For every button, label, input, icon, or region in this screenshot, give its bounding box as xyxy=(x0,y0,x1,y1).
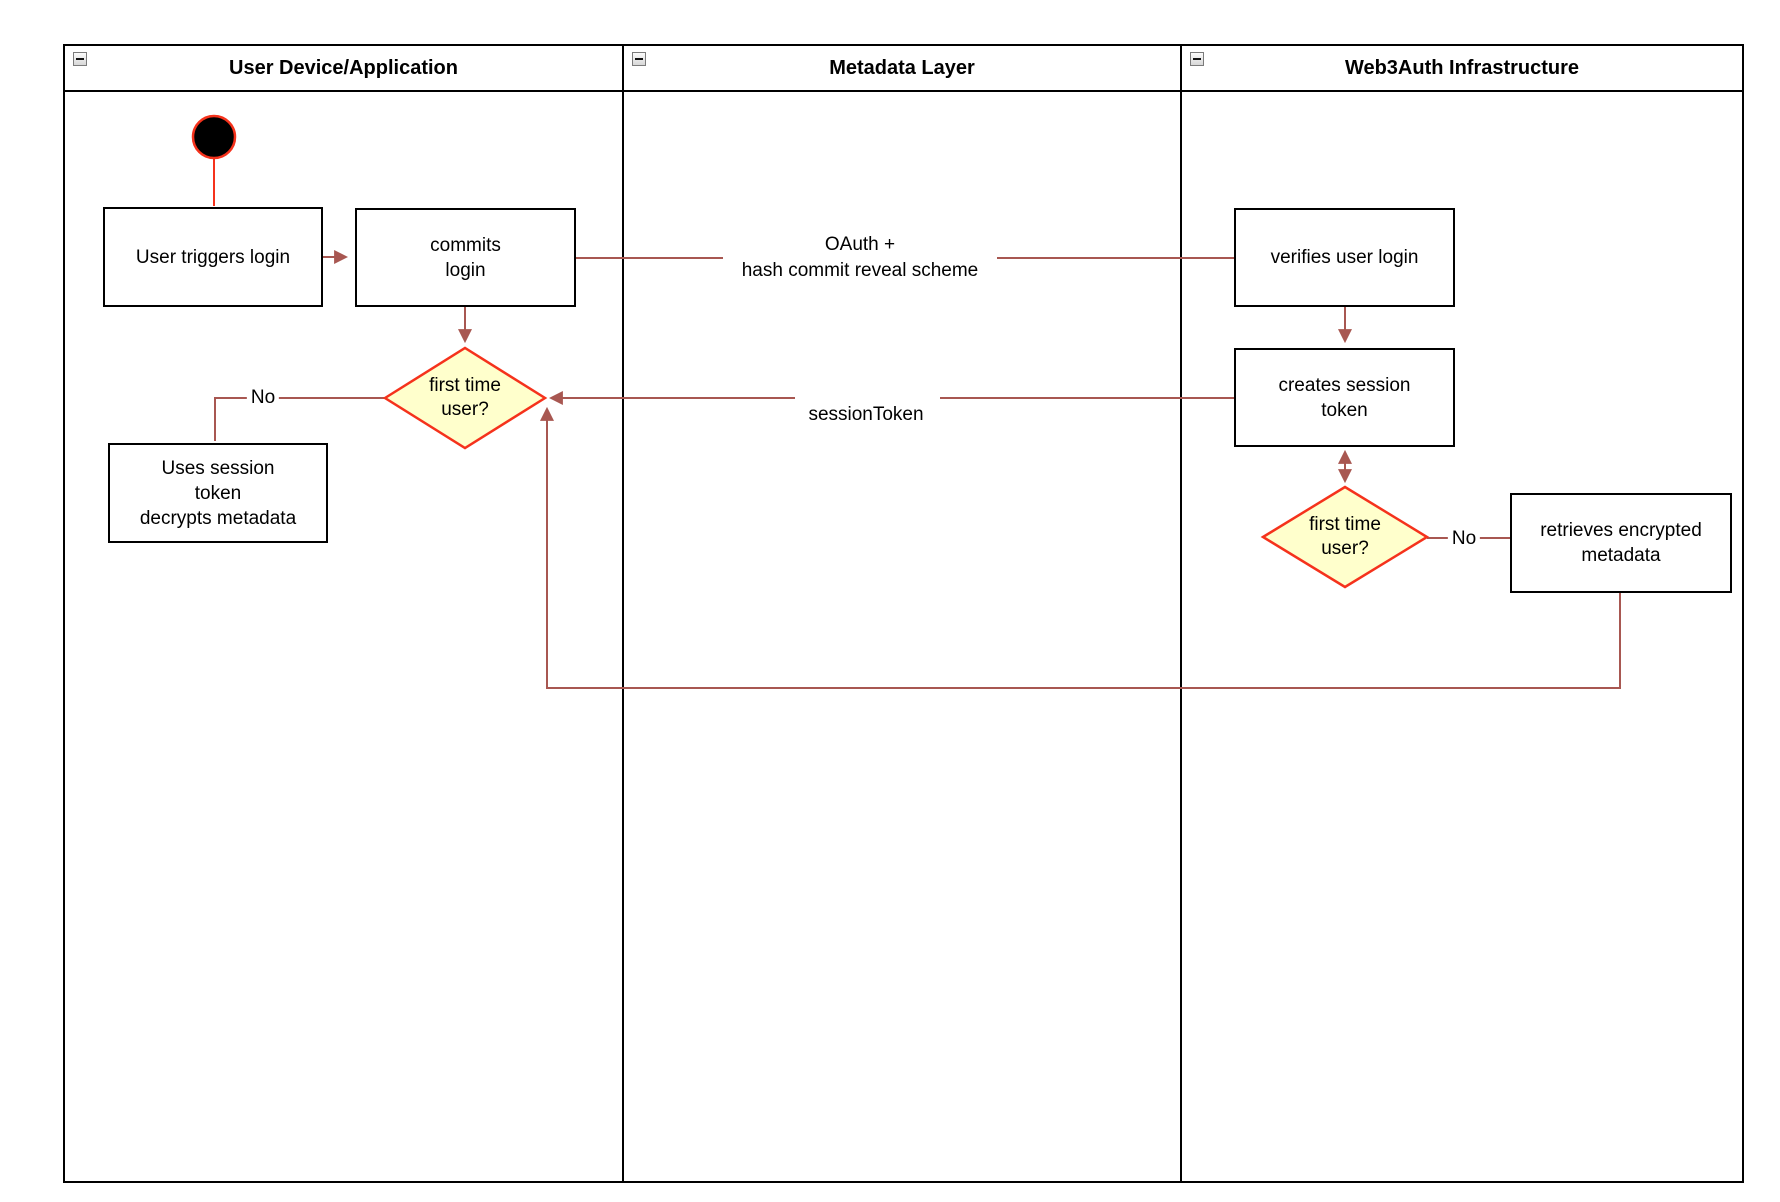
lane-header-user-device: User Device/Application xyxy=(65,46,622,92)
decision-first-time-user-left[interactable] xyxy=(382,346,548,450)
node-verifies-user-login[interactable]: verifies user login xyxy=(1234,208,1455,307)
node-retrieves-encrypted-metadata[interactable]: retrieves encrypted metadata xyxy=(1510,493,1732,593)
edge-decision-no-to-uses-session xyxy=(214,397,385,441)
node-creates-session-token[interactable]: creates session token xyxy=(1234,348,1455,447)
edge-retrieves-return-to-decision xyxy=(540,406,1621,689)
lane-header-web3auth: Web3Auth Infrastructure xyxy=(1182,46,1742,92)
lane-title: Metadata Layer xyxy=(829,56,975,79)
edge-label-session-token: sessionToken xyxy=(808,404,924,425)
collapse-icon[interactable] xyxy=(632,52,646,66)
edge-label-no-right: No xyxy=(1447,528,1481,550)
edge-label-no-left: No xyxy=(246,387,280,409)
lane-user-device: User Device/Application xyxy=(65,46,624,1181)
lane-metadata-layer: Metadata Layer xyxy=(624,46,1182,1181)
lane-web3auth-infrastructure: Web3Auth Infrastructure xyxy=(1182,46,1742,1181)
node-uses-session-token[interactable]: Uses session token decrypts metadata xyxy=(108,443,328,543)
start-node[interactable] xyxy=(191,114,237,160)
pool-frame: User Device/Application Metadata Layer W… xyxy=(63,44,1744,1183)
decision-label-right: first time user? xyxy=(1309,514,1381,559)
edge-label-oauth: OAuth + hash commit reveal scheme xyxy=(741,234,979,281)
lane-title: Web3Auth Infrastructure xyxy=(1344,56,1580,79)
collapse-icon[interactable] xyxy=(73,52,87,66)
lane-title: User Device/Application xyxy=(229,56,458,79)
node-user-triggers-login[interactable]: User triggers login xyxy=(103,207,323,307)
decision-first-time-user-right[interactable] xyxy=(1260,485,1430,589)
lane-header-metadata-layer: Metadata Layer xyxy=(624,46,1180,92)
node-commits-login[interactable]: commits login xyxy=(355,208,576,307)
collapse-icon[interactable] xyxy=(1190,52,1204,66)
decision-label-left: first time user? xyxy=(429,375,501,420)
